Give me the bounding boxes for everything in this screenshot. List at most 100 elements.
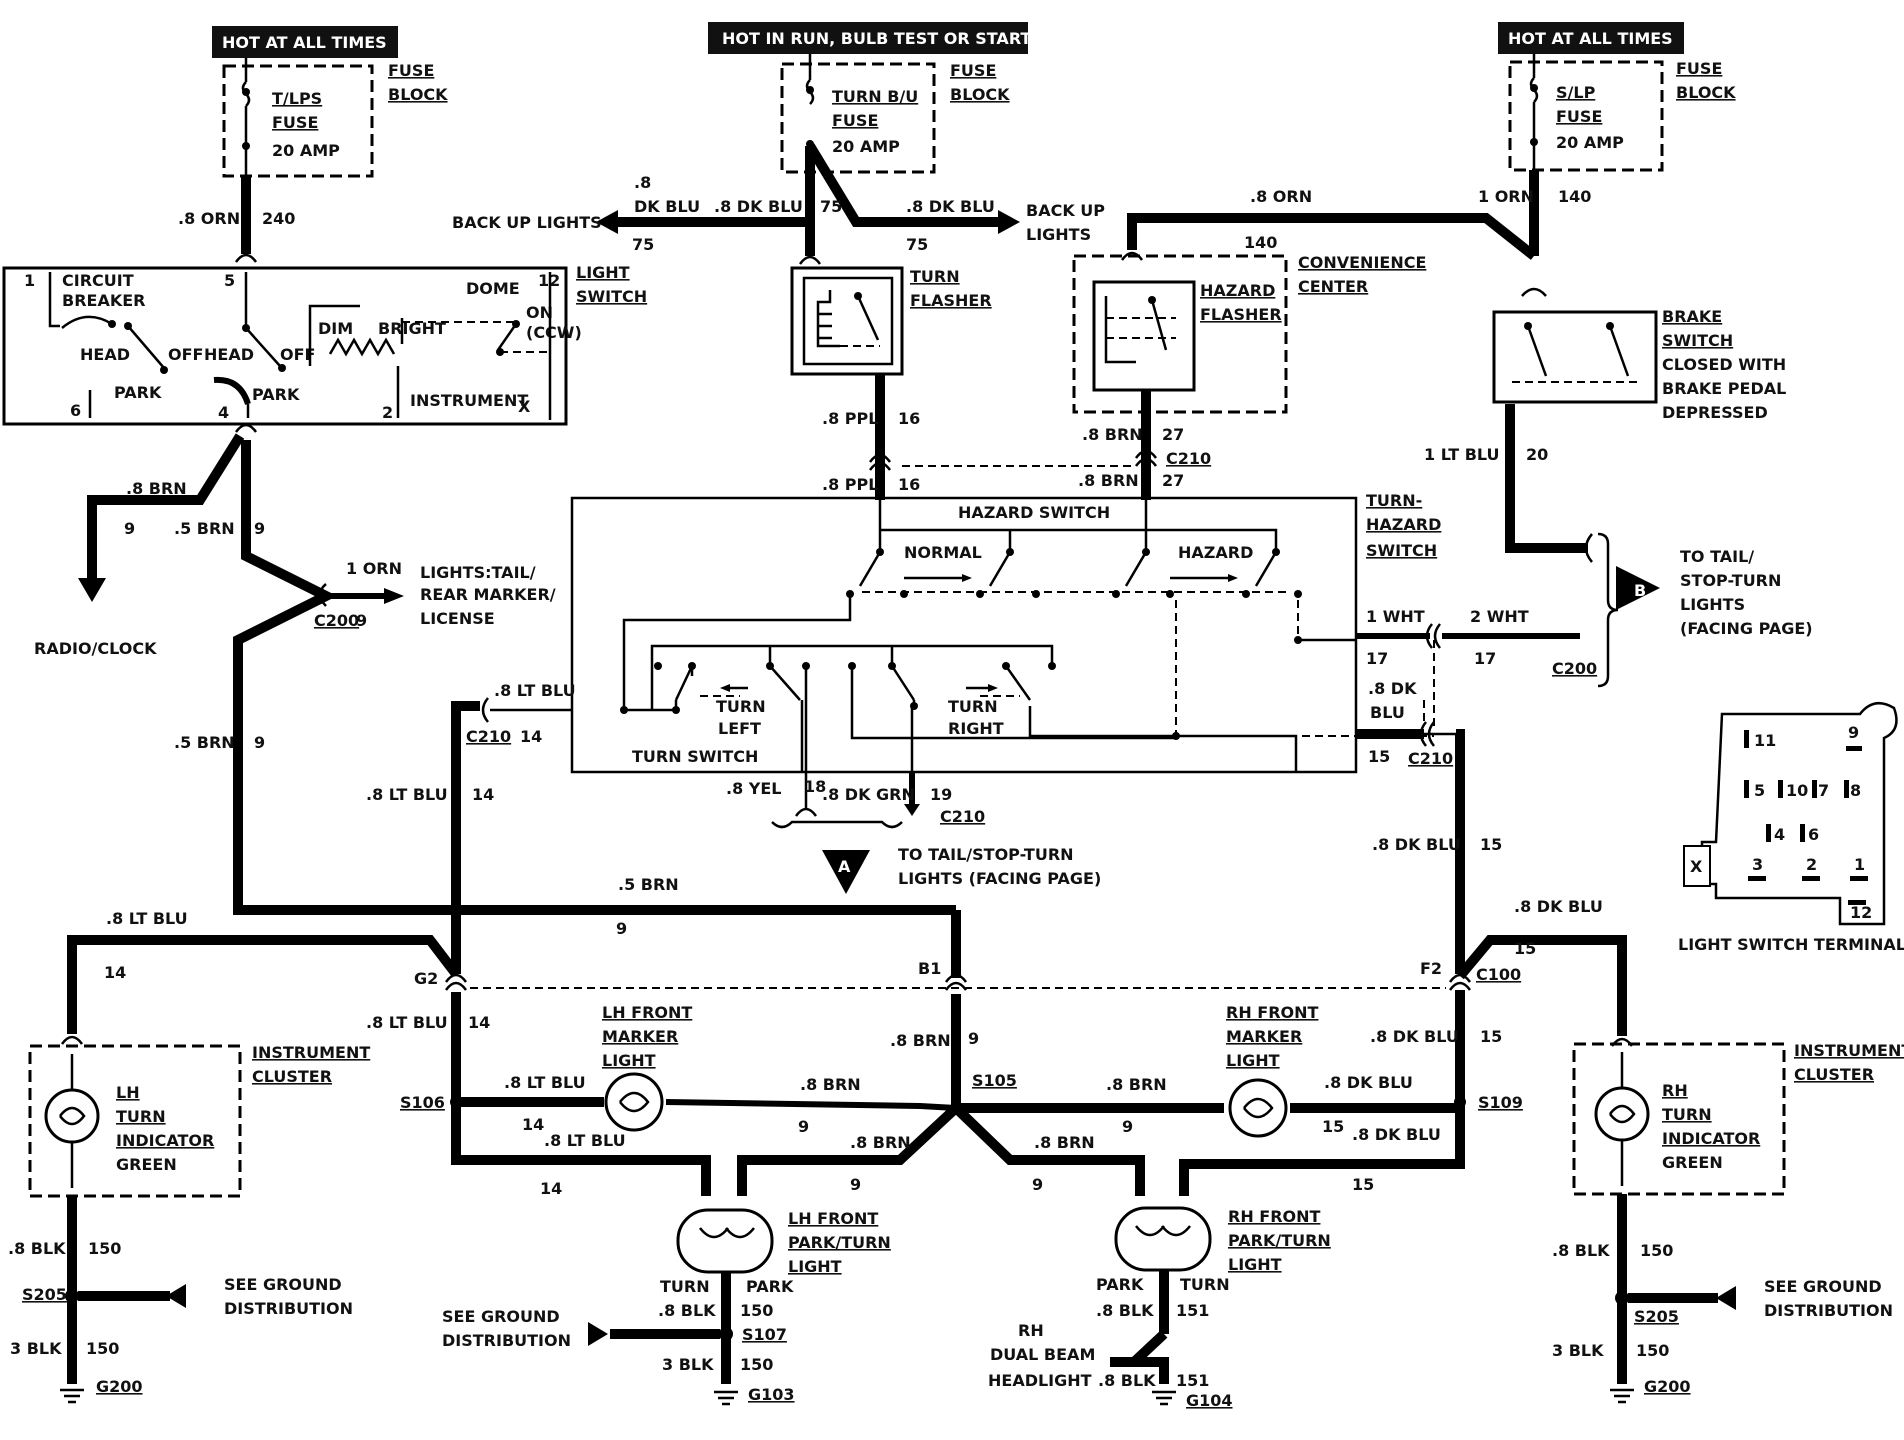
splice-c100: C100 (1476, 965, 1521, 984)
bottom-n1: 18 (804, 777, 826, 796)
bottom-connector: C210 (940, 807, 985, 826)
marker-wire-labels: .8 LT BLU 14 .8 BRN 9 .8 BRN 9 .8 DK BLU… (504, 1073, 1441, 1198)
wire-140-top-color: .8 ORN (1250, 187, 1312, 206)
wire-9-main-color: .5 BRN (174, 519, 235, 538)
wire-15-s109-color: .8 DK BLU (1324, 1073, 1413, 1092)
wire-17-left-circuit: 17 (1366, 649, 1388, 668)
wire-9-rh-circuit: 9 (1122, 1117, 1133, 1136)
wire-240-circuit: 240 (262, 209, 295, 228)
wire-14-mid-color: .8 LT BLU (366, 785, 448, 804)
wire-16-top-circuit: 16 (898, 409, 920, 428)
wire-15-lower-circuit: 15 (1480, 1027, 1502, 1046)
wire-27-bottom-circuit: 27 (1162, 471, 1184, 490)
rh-park-2: PARK/TURN (1228, 1231, 1331, 1250)
wire-9-center-color: .8 BRN (890, 1031, 951, 1050)
lh-ind-4: GREEN (116, 1155, 177, 1174)
ls-term-4: 4 (218, 403, 229, 422)
fuse-left-name: T/LPS (272, 89, 322, 108)
lh-marker-3: LIGHT (602, 1051, 656, 1070)
wire-9-tail-dest-2: REAR MARKER/ (420, 585, 556, 604)
rh-park-1: RH FRONT (1228, 1207, 1321, 1226)
wire-9-lower-circuit: 9 (254, 733, 265, 752)
tv-3: 3 (1752, 855, 1763, 874)
wire-9-radio-circuit: 9 (124, 519, 135, 538)
wire-20-color: 1 LT BLU (1424, 445, 1500, 464)
fuse-left: T/LPS FUSE 20 AMP FUSE BLOCK (222, 58, 448, 178)
fuse-left-block-2: BLOCK (388, 85, 448, 104)
ground-right-n-bot: 150 (1636, 1341, 1669, 1360)
splice-f2: F2 (1420, 959, 1442, 978)
wire-9-tail-circuit: 9 (356, 611, 367, 630)
wire-16-bottom-color: .8 PPL (822, 475, 878, 494)
fuse-center-block-2: BLOCK (950, 85, 1010, 104)
wire-27-top-circuit: 27 (1162, 425, 1184, 444)
brake-switch-5: DEPRESSED (1662, 403, 1768, 422)
lower-network: S106 S105 S109 (400, 1071, 1523, 1196)
wire-27-top-color: .8 BRN (1082, 425, 1143, 444)
wire-9-lp-color: .8 BRN (850, 1133, 911, 1152)
ground-right-see-1: SEE GROUND (1764, 1277, 1882, 1296)
lh-front-marker: LH FRONT MARKER LIGHT (602, 1003, 692, 1132)
ls-term-1: 1 (24, 271, 35, 290)
wire-17-connector: C200 (1552, 659, 1597, 678)
wire-15-lower-color-b: .8 DK BLU (1352, 1125, 1441, 1144)
ground-cl-n-bot: 150 (740, 1355, 773, 1374)
header-left: HOT AT ALL TIMES (212, 26, 398, 58)
fuse-right: S/LP FUSE 20 AMP FUSE BLOCK (1508, 54, 1736, 172)
ground-left-c-bot: 3 BLK (10, 1339, 62, 1358)
fuse-center-name: TURN B/U (832, 87, 918, 106)
rh-cluster-2: CLUSTER (1794, 1065, 1874, 1084)
lh-cluster-2: CLUSTER (252, 1067, 332, 1086)
turn-flasher-label-1: TURN (910, 267, 960, 286)
rh-marker-1: RH FRONT (1226, 1003, 1319, 1022)
ground-cl-see-1: SEE GROUND (442, 1307, 560, 1326)
ls-ccw: (CCW) (526, 323, 582, 342)
ground-center-left: .8 BLK 150 S107 3 BLK 150 G103 SEE GROUN… (442, 1301, 795, 1406)
rh-turn-indicator: RH TURN INDICATOR GREEN INSTRUMENT CLUST… (1572, 1041, 1904, 1196)
ground-cl-c-bot: 3 BLK (662, 1355, 714, 1374)
fuse-right-block-2: BLOCK (1676, 83, 1736, 102)
fuse-left-block-1: FUSE (388, 61, 434, 80)
ground-cl-c-top: .8 BLK (658, 1301, 716, 1320)
wire-9-center-circuit: 9 (968, 1029, 979, 1048)
wire-14: .8 LT BLU C210 14 .8 LT BLU 14 .8 LT BLU… (60, 681, 576, 1102)
ref-a-label: A (838, 857, 851, 876)
wire-140-right-color: 1 ORN (1478, 187, 1534, 206)
fuse-center-block-1: FUSE (950, 61, 996, 80)
wire-9-tail: 1 ORN C200 9 LIGHTS:TAIL/ REAR MARKER/ L… (314, 559, 556, 630)
backup-center-color: .8 DK BLU (714, 197, 803, 216)
ground-cr-c-bot: .8 BLK (1098, 1371, 1156, 1390)
ref-b-text-3: LIGHTS (1680, 595, 1745, 614)
wire-140: .8 ORN 140 1 ORN 140 (1120, 170, 1591, 297)
ref-b-label: B (1634, 581, 1646, 600)
wire-9-horiz-color: .5 BRN (618, 875, 679, 894)
splice-s107: S107 (742, 1325, 787, 1344)
ls-bright: BRIGHT (378, 319, 446, 338)
center-splices: G2 B1 F2 C100 .8 BRN 9 (414, 910, 1521, 1108)
rh-park-park: PARK (1096, 1275, 1144, 1294)
wire-27-bottom-color: .8 BRN (1078, 471, 1139, 490)
header-center: HOT IN RUN, BULB TEST OR START (708, 22, 1031, 54)
terminal-view-title: LIGHT SWITCH TERMINAL VIEW (1678, 935, 1904, 954)
wire-15-mid-circuit: 15 (1480, 835, 1502, 854)
rh-front-marker: RH FRONT MARKER LIGHT (1226, 1003, 1319, 1138)
wire-20: 1 LT BLU 20 (1424, 404, 1593, 563)
convenience-center-2: CENTER (1298, 277, 1368, 296)
turn-switch-label: TURN SWITCH (632, 747, 758, 766)
tv-6: 6 (1808, 825, 1819, 844)
wire-140-top-circuit: 140 (1244, 233, 1277, 252)
ls-off-right: OFF (280, 345, 315, 364)
turn-left-1: TURN (716, 697, 766, 716)
ground-left-see-1: SEE GROUND (224, 1275, 342, 1294)
convenience-center-1: CONVENIENCE (1298, 253, 1426, 272)
tv-x: X (1690, 857, 1703, 876)
lh-ind-3: INDICATOR (116, 1131, 214, 1150)
wire-14-low-color: .8 LT BLU (544, 1131, 626, 1150)
turn-right-2: RIGHT (948, 719, 1004, 738)
fuse-right-block-1: FUSE (1676, 59, 1722, 78)
rh-front-park-turn: RH FRONT PARK/TURN LIGHT PARK TURN (1096, 1206, 1331, 1334)
wire-14-left-circuit: 14 (104, 963, 126, 982)
ref-a-text-2: LIGHTS (FACING PAGE) (898, 869, 1101, 888)
wire-9-main-circuit: 9 (254, 519, 265, 538)
